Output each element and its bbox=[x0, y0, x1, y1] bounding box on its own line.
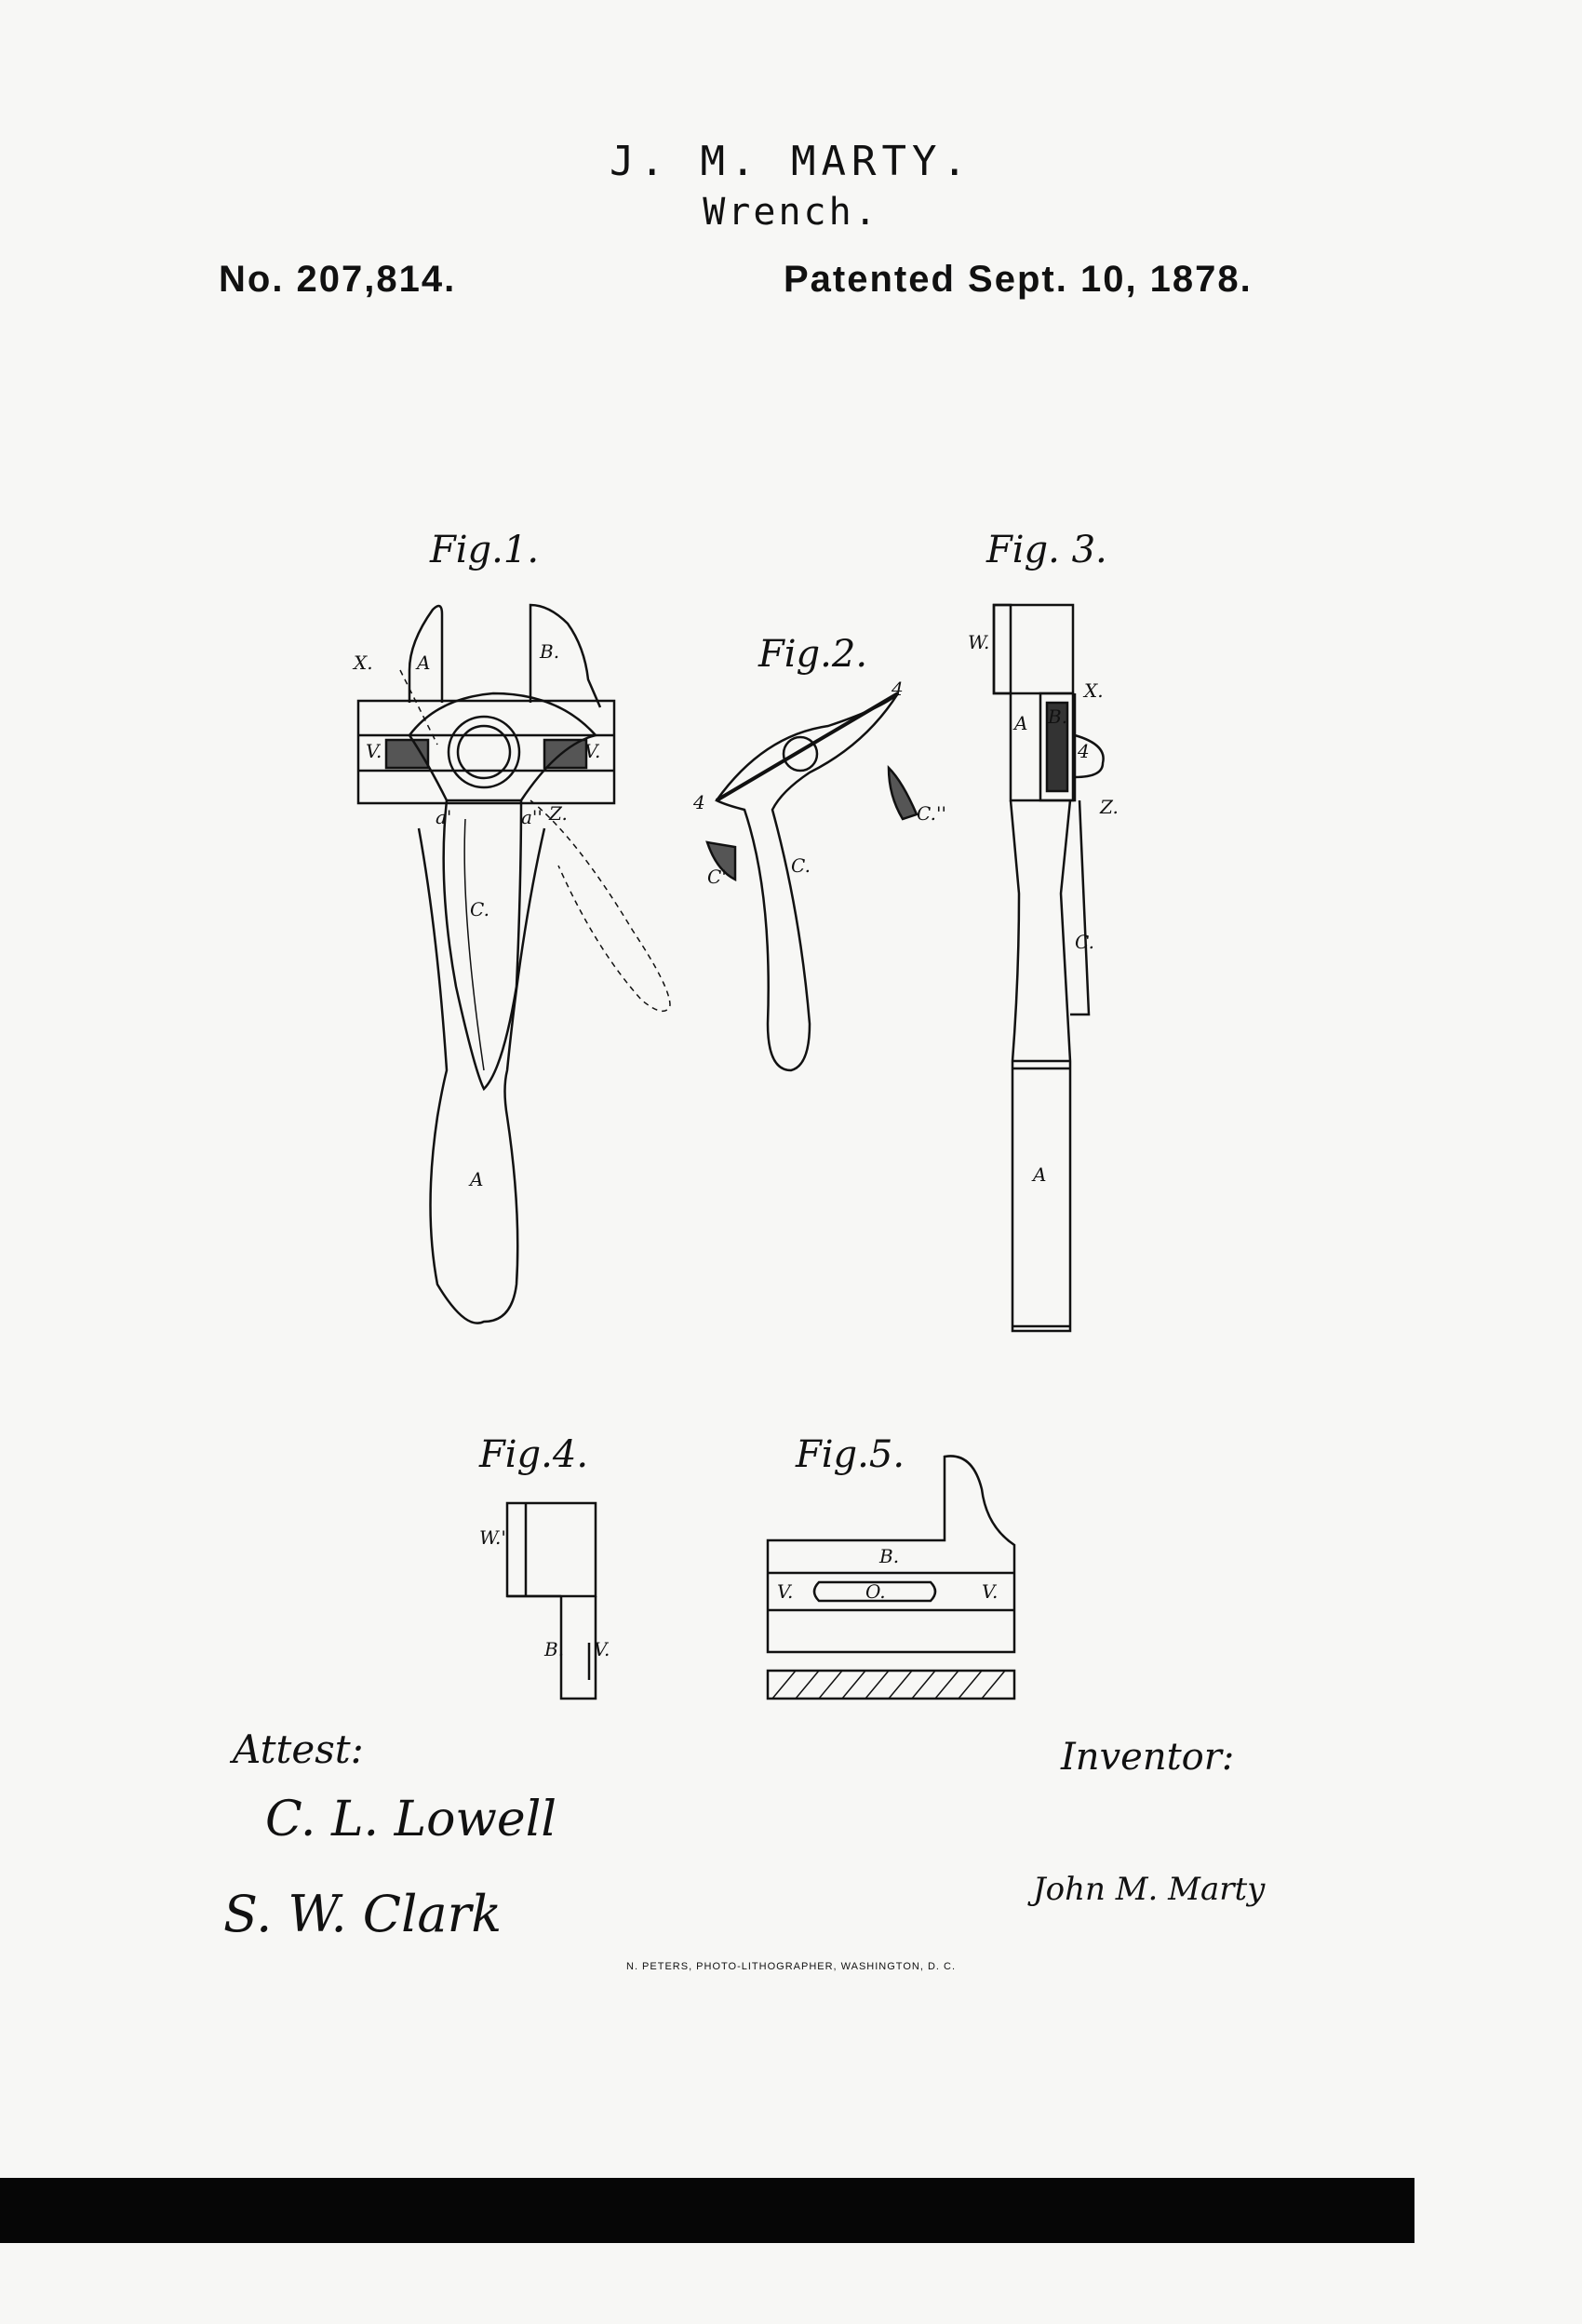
fig5-label: Fig.5. bbox=[796, 1433, 905, 1476]
patent-number: No. 207,814. bbox=[219, 259, 457, 300]
inventor-name: J. M. MARTY. bbox=[610, 138, 972, 185]
fig2-label: Fig.2. bbox=[758, 633, 868, 676]
label-4-left-fig2: 4 bbox=[693, 791, 705, 813]
fig5-drawing bbox=[766, 1455, 1016, 1700]
label-c-prime-fig2: C' bbox=[707, 866, 727, 888]
label-c-fig2: C. bbox=[791, 854, 811, 877]
attest-label: Attest: bbox=[233, 1726, 364, 1772]
label-o-fig5: O. bbox=[865, 1580, 886, 1603]
printer-credit: N. PETERS, PHOTO-LITHOGRAPHER, WASHINGTO… bbox=[626, 1961, 956, 1972]
label-4-right-fig2: 4 bbox=[892, 678, 904, 700]
label-b-fig4: B. bbox=[544, 1638, 565, 1660]
label-a-fig3-handle: A bbox=[1033, 1163, 1047, 1186]
fig2-drawing bbox=[705, 692, 918, 1072]
label-w-prime-fig4: W.' bbox=[479, 1526, 506, 1549]
label-a-fig3: A bbox=[1014, 712, 1028, 734]
label-w-fig3: W. bbox=[968, 631, 990, 653]
label-b-fig3: B. bbox=[1048, 705, 1068, 728]
inventor-label: Inventor: bbox=[1061, 1736, 1235, 1779]
fig1-label: Fig.1. bbox=[430, 529, 540, 571]
scan-edge-bar bbox=[0, 2178, 1414, 2243]
label-b-fig5: B. bbox=[879, 1545, 900, 1567]
fig3-label: Fig. 3. bbox=[986, 529, 1107, 571]
label-z-fig3: Z. bbox=[1100, 796, 1119, 818]
witness-1-signature: C. L. Lowell bbox=[265, 1792, 556, 1847]
label-x-fig1: X. bbox=[354, 652, 373, 674]
fig1-drawing bbox=[356, 603, 671, 1324]
label-4-fig3: 4 bbox=[1078, 740, 1090, 762]
inventor-signature: John M. Marty bbox=[1033, 1871, 1266, 1908]
label-c-double-fig2: C.'' bbox=[917, 802, 946, 825]
label-a-fig1-handle: A bbox=[470, 1168, 484, 1190]
label-z-fig1: Z. bbox=[549, 802, 568, 825]
label-a-prime-fig1: a' bbox=[436, 806, 452, 828]
label-c-fig3: C. bbox=[1075, 931, 1094, 953]
patent-title: Wrench. bbox=[703, 191, 879, 234]
label-v-fig4: V. bbox=[594, 1638, 610, 1660]
label-c-fig1: C. bbox=[470, 898, 489, 920]
label-a-double-fig1: a'' bbox=[521, 806, 543, 828]
patent-date: Patented Sept. 10, 1878. bbox=[784, 259, 1253, 300]
fig3-drawing bbox=[992, 603, 1105, 1333]
witness-2-signature: S. W. Clark bbox=[223, 1885, 503, 1943]
fig4-drawing bbox=[505, 1501, 597, 1700]
fig4-label: Fig.4. bbox=[479, 1433, 589, 1476]
label-x-fig3: X. bbox=[1084, 679, 1104, 702]
label-v-left-fig5: V. bbox=[777, 1580, 794, 1603]
label-v-left-fig1: V. bbox=[366, 740, 382, 762]
label-b-fig1: B. bbox=[540, 640, 560, 663]
label-a-fig1-top: A bbox=[417, 652, 431, 674]
label-v-right-fig5: V. bbox=[982, 1580, 999, 1603]
label-v-right-fig1: V. bbox=[584, 740, 601, 762]
